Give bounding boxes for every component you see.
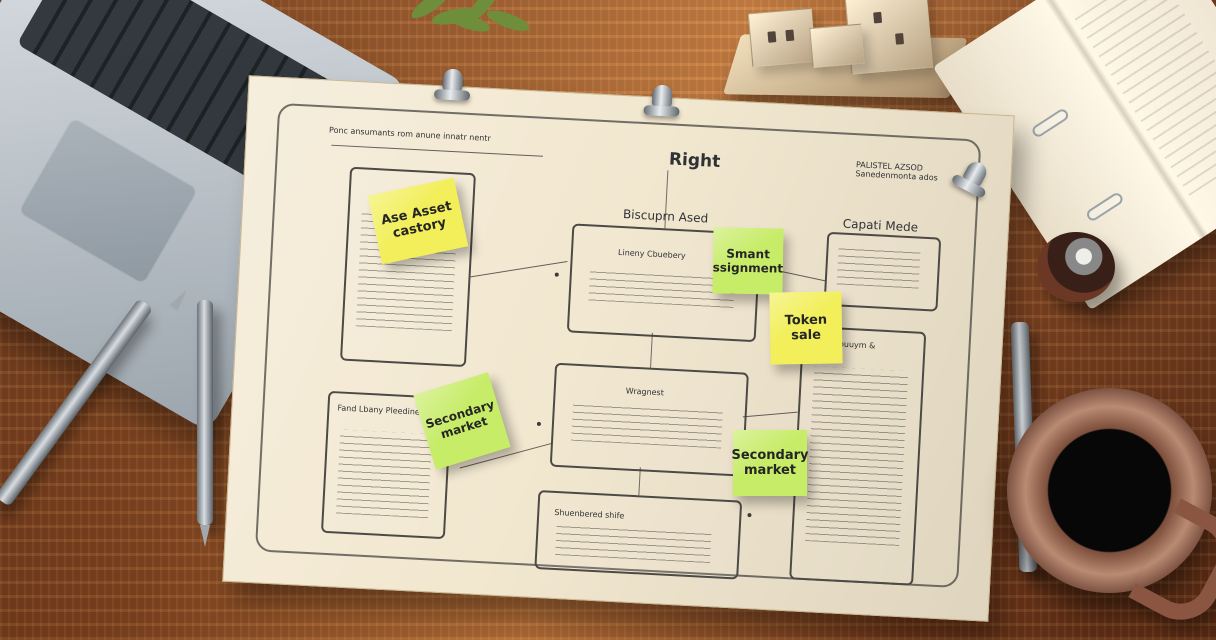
note-asset-category-text: Ase Asset castory: [379, 198, 454, 242]
pen-icon-secondary: [197, 300, 213, 525]
note-token-sale-text: Token sale: [784, 312, 828, 344]
pen-tip-icon-secondary: [200, 525, 210, 547]
ink-bottle-icon: [1037, 232, 1115, 302]
note-smart-assignment-text: Smant ssignment: [712, 246, 784, 276]
middle-box-title: Wragnest: [625, 386, 665, 398]
note-smart-assignment: Smant ssignment: [712, 227, 784, 295]
note-secondary-market-right: Secondary market: [731, 430, 809, 496]
binder-clip-icon: [433, 61, 471, 109]
bottom-box-title: Shuenbered shife: [554, 507, 625, 521]
main-label-right: Right: [668, 149, 721, 173]
laptop-trackpad: [17, 116, 199, 285]
right-tall-box: Fora Touuym & Jlofeit: [789, 325, 927, 586]
middle-box: Wragnest: [549, 362, 749, 477]
note-secondary-market-left-text: Secondary market: [423, 397, 496, 442]
center-box-heading: Lineny Cbuebery: [617, 247, 686, 261]
binder-clip-icon-center: [643, 77, 681, 125]
note-token-sale: Token sale: [769, 291, 843, 365]
bottom-box: Shuenbered shife: [534, 490, 743, 580]
book-page-lines: [1069, 0, 1216, 196]
diagram-paper: Ponc ansumants rom anune innatr nentr Ri…: [222, 68, 1015, 622]
coffee-mug-icon: [1007, 388, 1212, 593]
note-secondary-market-right-text: Secondary market: [731, 448, 809, 478]
plant-icon: [387, 0, 547, 43]
